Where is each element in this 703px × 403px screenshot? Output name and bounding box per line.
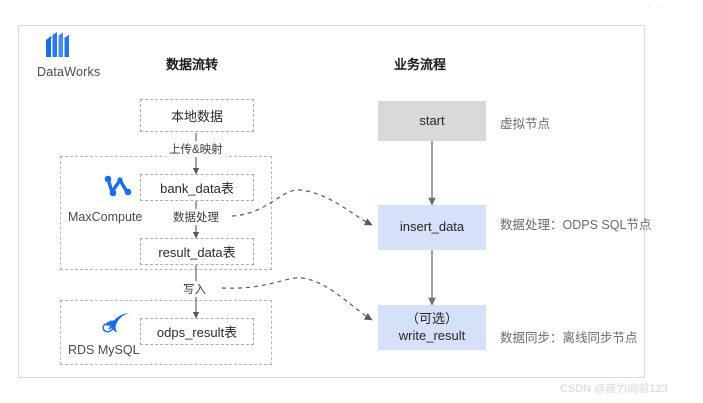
- node-insert-data[interactable]: insert_data: [378, 205, 486, 250]
- maxcompute-icon: [103, 172, 137, 207]
- annotation-write-result: 数据同步：离线同步节点: [500, 331, 638, 345]
- node-start[interactable]: start: [378, 101, 486, 141]
- node-write-result[interactable]: （可选） write_result: [378, 305, 486, 350]
- node-local-data[interactable]: 本地数据: [140, 99, 254, 132]
- edge-label-upload-map: 上传&映射: [166, 141, 226, 157]
- dataworks-brand: DataWorks: [37, 30, 147, 79]
- edge-label-write-in: 写入: [180, 281, 209, 297]
- node-odps-result[interactable]: odps_result表: [140, 318, 254, 345]
- group-rds-mysql: [60, 300, 272, 365]
- node-bank-data[interactable]: bank_data表: [140, 174, 254, 201]
- brand-label: DataWorks: [37, 65, 101, 79]
- mysql-dolphin-icon: [100, 309, 134, 344]
- annotation-start: 虚拟节点: [500, 117, 551, 131]
- group-label-rds-mysql: RDS MySQL: [68, 343, 140, 357]
- node-result-data[interactable]: result_data表: [140, 238, 254, 265]
- top-cutoff-marks: ..: [648, 0, 666, 10]
- column-heading-business-flow: 业务流程: [394, 57, 447, 72]
- group-label-maxcompute: MaxCompute: [68, 210, 143, 224]
- dataworks-logo-icon: [45, 32, 70, 57]
- edge-label-data-process: 数据处理: [170, 209, 222, 225]
- annotation-insert-data: 数据处理：ODPS SQL节点: [500, 218, 652, 232]
- watermark: CSDN @奋力向前123: [560, 383, 668, 395]
- column-heading-data-flow: 数据流转: [166, 57, 219, 72]
